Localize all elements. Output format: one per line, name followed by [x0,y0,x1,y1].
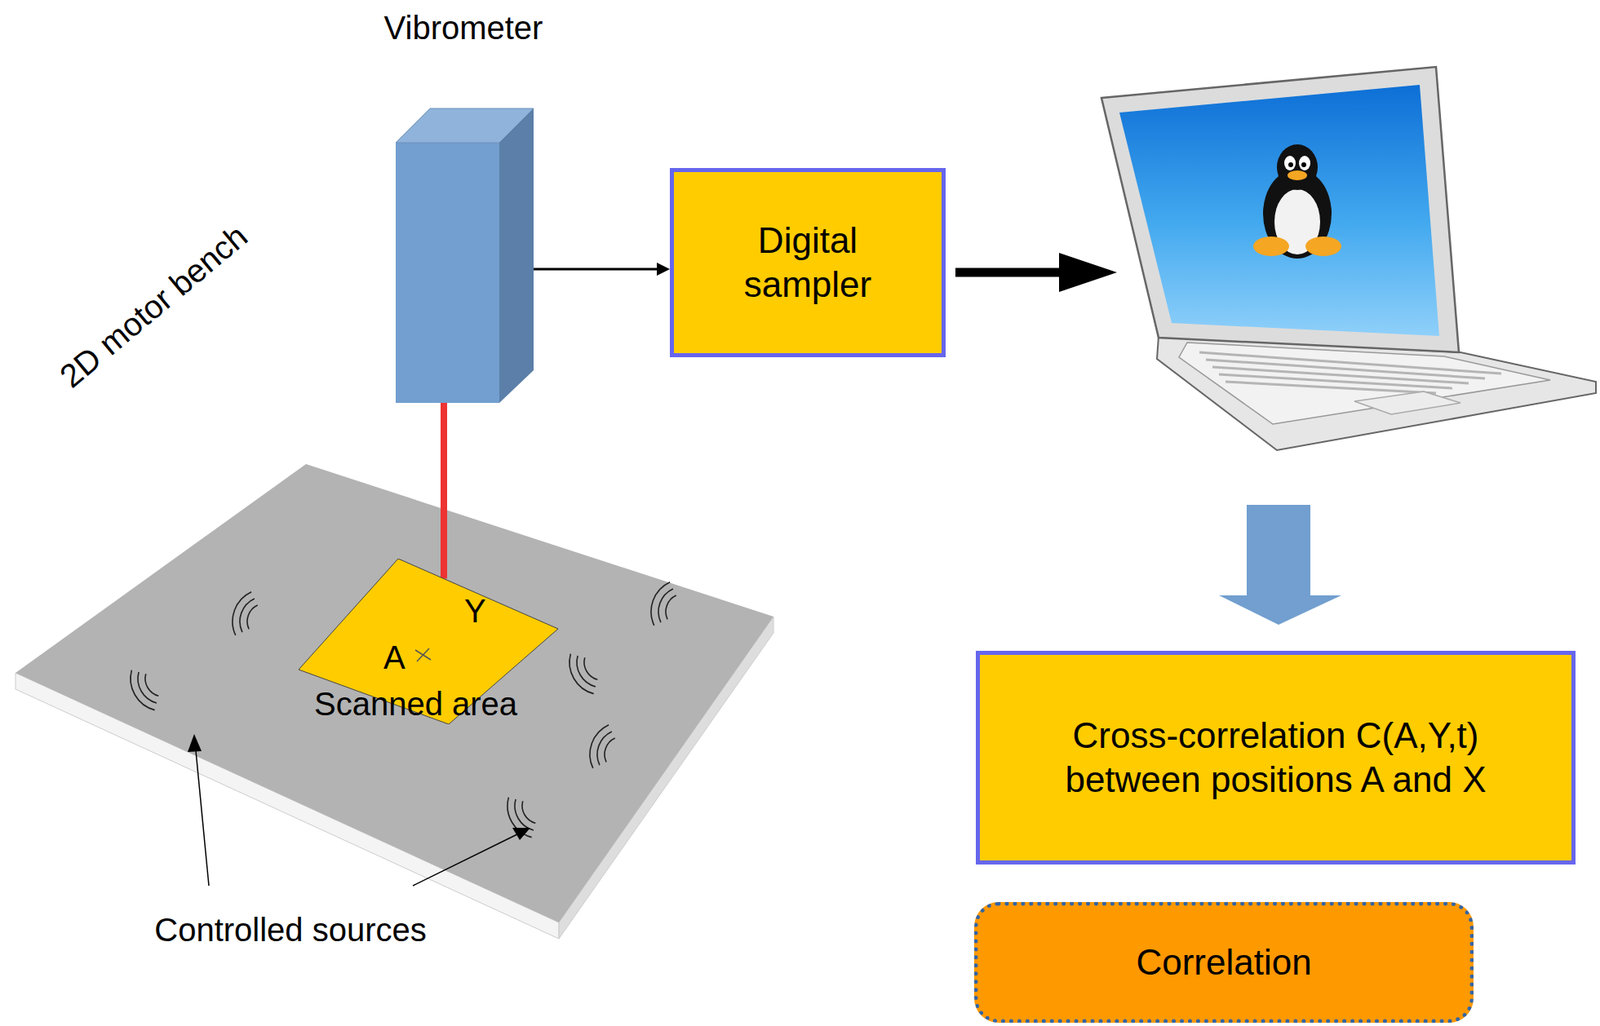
node-text: Vibrometer [384,8,544,49]
connector-line [440,403,448,580]
laptop-keyboard [1178,342,1551,425]
node-text: A [383,638,406,679]
wave-arc [589,725,609,769]
result-box: Cross-correlation C(A,Y,t) between posit… [975,651,1576,865]
laptop-screen [1119,84,1440,337]
bench-label: 2D motor bench [53,217,255,395]
node-text: Correlation [1135,940,1312,985]
wave-arc [604,738,616,763]
plate [15,464,774,923]
wave-arc [247,605,258,630]
vibrometer-faces [395,108,559,435]
correlation-box: Correlation [974,902,1474,1024]
wave-arc [576,655,596,687]
data-arrow [955,268,1061,278]
scanned-area: Y A Scanned area [298,558,559,725]
leader-line [412,832,523,887]
leader-head [187,734,202,753]
wave-arc [514,799,534,831]
laser-beam [443,403,445,580]
node-text: Cross-correlation C(A,Y,t) between posit… [1047,713,1505,802]
wave-arc [522,801,536,824]
sampler-box: Digital sampler [669,168,946,358]
key-row [1218,374,1453,389]
wave-arc [651,582,670,626]
laptop-lid [1101,66,1459,353]
signal-arrow [533,262,670,276]
arrow-head [656,262,670,276]
flow-arrow [1218,505,1342,625]
node-text: Y [464,591,487,632]
key-row [1225,381,1437,394]
sources-label: Controlled sources [154,912,427,949]
keyboard-keys [1199,352,1502,394]
laptop-touchpad [1354,391,1461,415]
wave-arc [239,598,255,633]
penguin [1253,144,1342,259]
vibrometer-head: Vibrometer [395,142,500,404]
connector-line [533,268,657,271]
leader-head [512,828,531,841]
wave-arc [232,592,252,636]
wave-arc [658,589,674,623]
wave-arc [569,654,594,695]
wave-arc [145,673,159,696]
wave-arc [130,670,156,711]
wave-arc [137,672,157,704]
wave-arc [584,657,598,680]
leader-line [195,742,209,887]
data-arrow-head [1059,252,1117,293]
wave-arc [597,731,612,766]
laptop-base [1156,336,1596,451]
node-text: Digital sampler [690,218,926,306]
node-text: Scanned area [314,684,518,725]
wave-arc [665,595,677,620]
